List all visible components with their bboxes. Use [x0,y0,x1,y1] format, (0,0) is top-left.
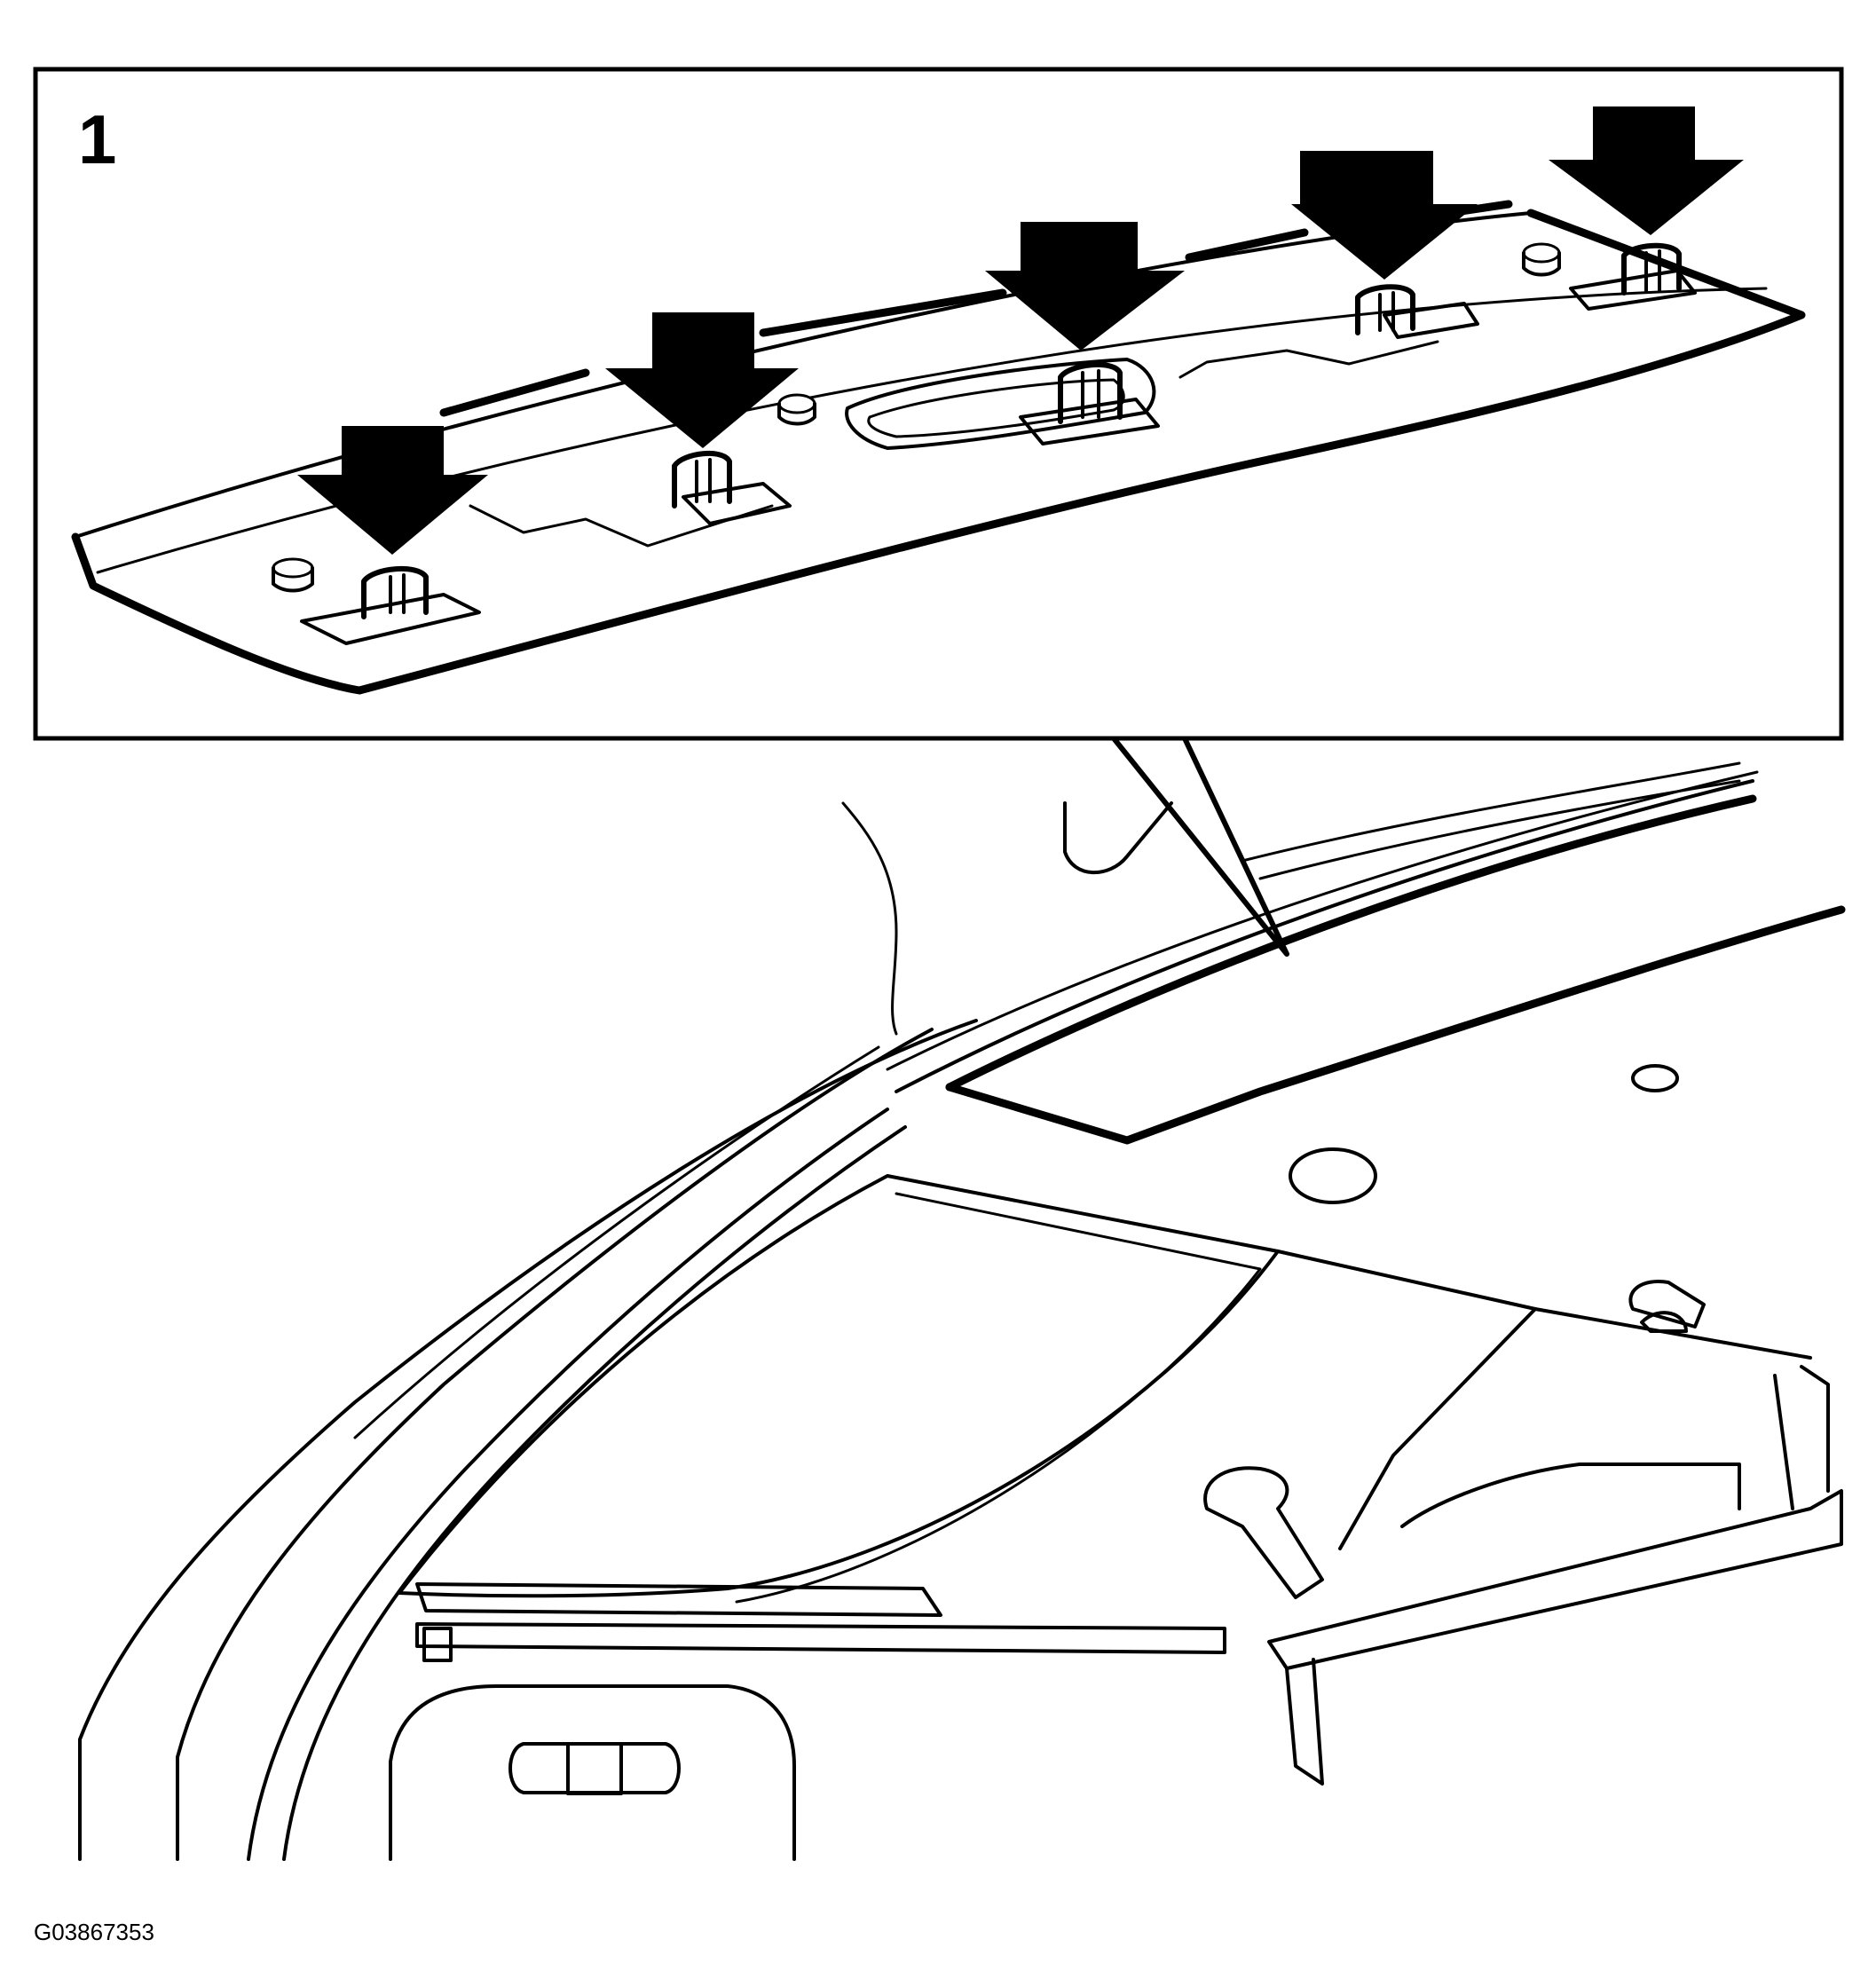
detail-inset: 1 [33,67,1844,957]
pillar-top-left [841,801,898,1036]
a-pillar-seal [353,1045,880,1439]
trim-panel-inner-edge [96,287,1768,574]
lamp-recess-inner [867,378,1125,438]
a-pillar-outer [78,1019,978,1861]
a-pillar-trim-1 [247,1108,889,1861]
coat-hook [1628,1280,1706,1328]
roof-panel-line-2 [1338,1307,1537,1550]
trim-rail-2 [886,770,1759,1071]
retaining-clip-5 [1569,242,1697,311]
detail-number: 1 [78,100,116,178]
visor-clip-left [422,1627,453,1662]
windshield-glass [398,1174,1280,1598]
arrow-clip-3 [985,222,1185,351]
visor-rail [415,1622,1226,1654]
a-pillar-trim-2 [282,1125,907,1861]
a-pillar-inner [176,1028,934,1861]
detail-frame [33,67,1844,741]
trim-rail [895,779,1754,1093]
windshield-inner-edge [735,1192,1262,1604]
seatbelt-guide [1640,1311,1688,1333]
panel-rib-2 [1178,340,1439,379]
locating-pin-1 [272,557,314,593]
moulding-band-1 [439,368,590,417]
rear-pillar-2 [1285,1658,1324,1786]
figure-id: G03867353 [34,1919,154,1945]
headliner-front-trim [945,905,1846,1145]
dome-light-socket [1289,1147,1377,1204]
b-pillar-trim [1773,1365,1830,1510]
mirror-mount [566,1742,623,1795]
roof-edge-line-2 [1258,779,1741,880]
roof-grommet [1631,1064,1679,1092]
upper-bracket [1063,801,1173,875]
side-trim [1400,1462,1741,1528]
mirror-mount-outline [508,1742,681,1794]
moulding-band-2 [759,288,1007,337]
arrow-clip-4 [1291,151,1478,280]
arrow-clip-2 [605,312,799,448]
roof-panel-line [1276,1250,1812,1360]
rear-pillar [1267,1489,1843,1670]
retaining-clip-1 [300,565,481,645]
headliner-front-trim-upper [945,794,1757,1092]
grab-handle [1203,1466,1324,1599]
sun-visor-left [415,1582,942,1617]
mirror-housing [389,1684,796,1861]
vehicle-interior-view [78,761,1846,1861]
retaining-clip-2 [672,450,792,525]
callout-leader [1111,736,1289,957]
locating-pin-3 [1522,242,1561,277]
retaining-clip-3 [1019,361,1160,445]
moulding-band-3 [1185,228,1309,262]
retaining-clip-4 [1355,284,1479,339]
panel-rib-1 [469,504,774,548]
locating-pin-2 [777,393,816,426]
roof-edge-line [1241,761,1741,863]
arrow-clip-1 [297,426,488,555]
arrow-clip-5 [1549,106,1744,235]
trim-panel-outer-edge [71,209,1806,695]
